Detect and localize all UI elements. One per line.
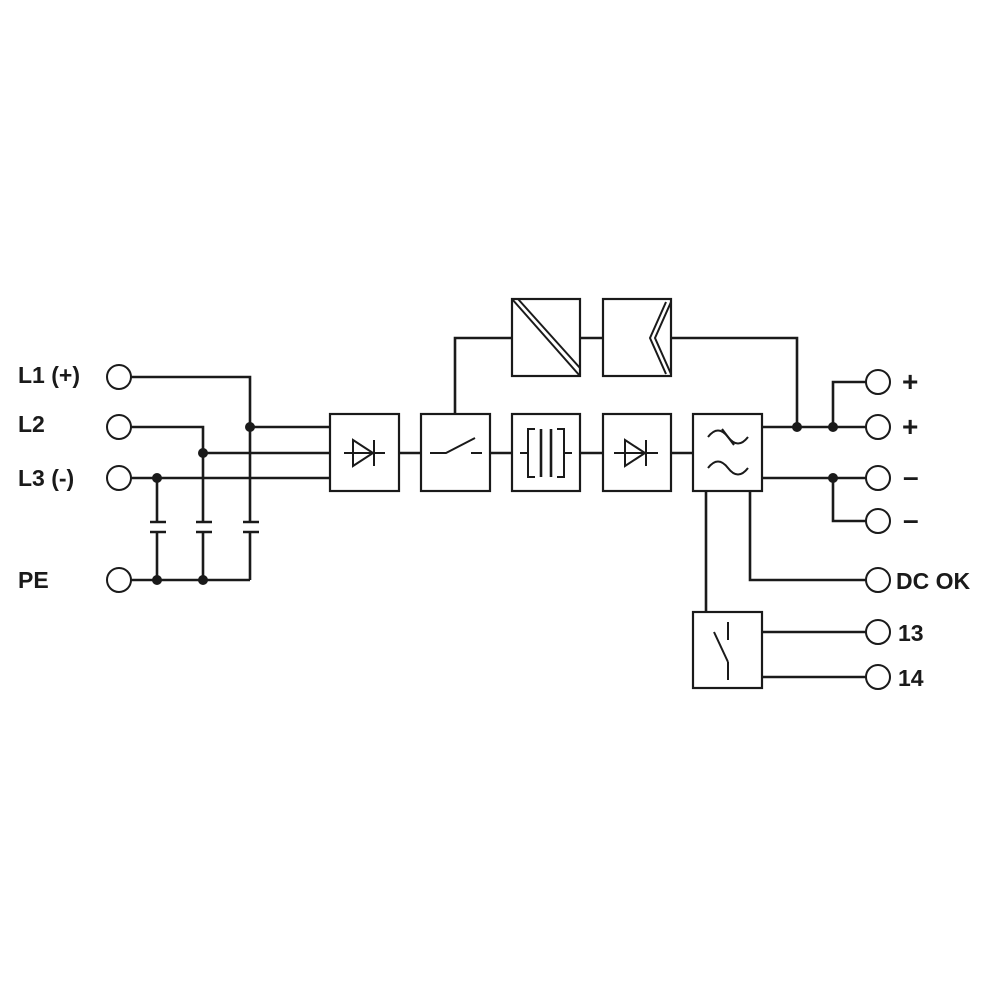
rectifier-block bbox=[328, 412, 401, 493]
terminal-13 bbox=[865, 619, 891, 645]
terminal-l2 bbox=[106, 414, 132, 440]
diode-icon bbox=[614, 438, 658, 468]
relay-block bbox=[691, 610, 764, 690]
terminal-dc-ok bbox=[865, 567, 891, 593]
terminal-plus-2 bbox=[865, 414, 891, 440]
converter-icon bbox=[511, 298, 581, 377]
output-label-plus-2: + bbox=[902, 411, 918, 442]
input-junction-dots bbox=[152, 422, 255, 585]
terminal-plus-1 bbox=[865, 369, 891, 395]
terminal-pe bbox=[106, 567, 132, 593]
output-label-dc-ok: DC OK bbox=[896, 568, 971, 594]
terminal-l1 bbox=[106, 364, 132, 390]
output-label-14: 14 bbox=[898, 665, 924, 691]
main-chain-wiring bbox=[399, 336, 866, 679]
filter-block bbox=[691, 412, 764, 493]
terminal-14 bbox=[865, 664, 891, 690]
controller-block bbox=[601, 297, 673, 378]
terminal-minus-2 bbox=[865, 508, 891, 534]
input-wiring bbox=[131, 375, 330, 582]
input-label-pe: PE bbox=[18, 567, 49, 593]
input-label-l1: L1 (+) bbox=[18, 362, 80, 388]
diode-icon bbox=[344, 438, 385, 468]
switch-block bbox=[419, 412, 492, 493]
output-label-minus-2: – bbox=[903, 504, 919, 535]
controller-icon bbox=[648, 301, 672, 375]
output-label-plus-1: + bbox=[902, 366, 918, 397]
transformer-block bbox=[510, 412, 582, 493]
switch-icon bbox=[430, 437, 482, 454]
terminal-l3 bbox=[106, 465, 132, 491]
output-rectifier-block bbox=[601, 412, 673, 493]
converter-block bbox=[510, 297, 582, 378]
output-label-13: 13 bbox=[898, 620, 924, 646]
transformer-icon bbox=[520, 428, 572, 478]
output-junction-dots bbox=[792, 422, 838, 483]
ac-filter-icon bbox=[707, 428, 749, 476]
relay-contact-icon bbox=[713, 622, 729, 680]
terminal-minus-1 bbox=[865, 465, 891, 491]
input-label-l3: L3 (-) bbox=[18, 465, 74, 491]
output-label-minus-1: – bbox=[903, 461, 919, 492]
input-label-l2: L2 bbox=[18, 411, 45, 437]
